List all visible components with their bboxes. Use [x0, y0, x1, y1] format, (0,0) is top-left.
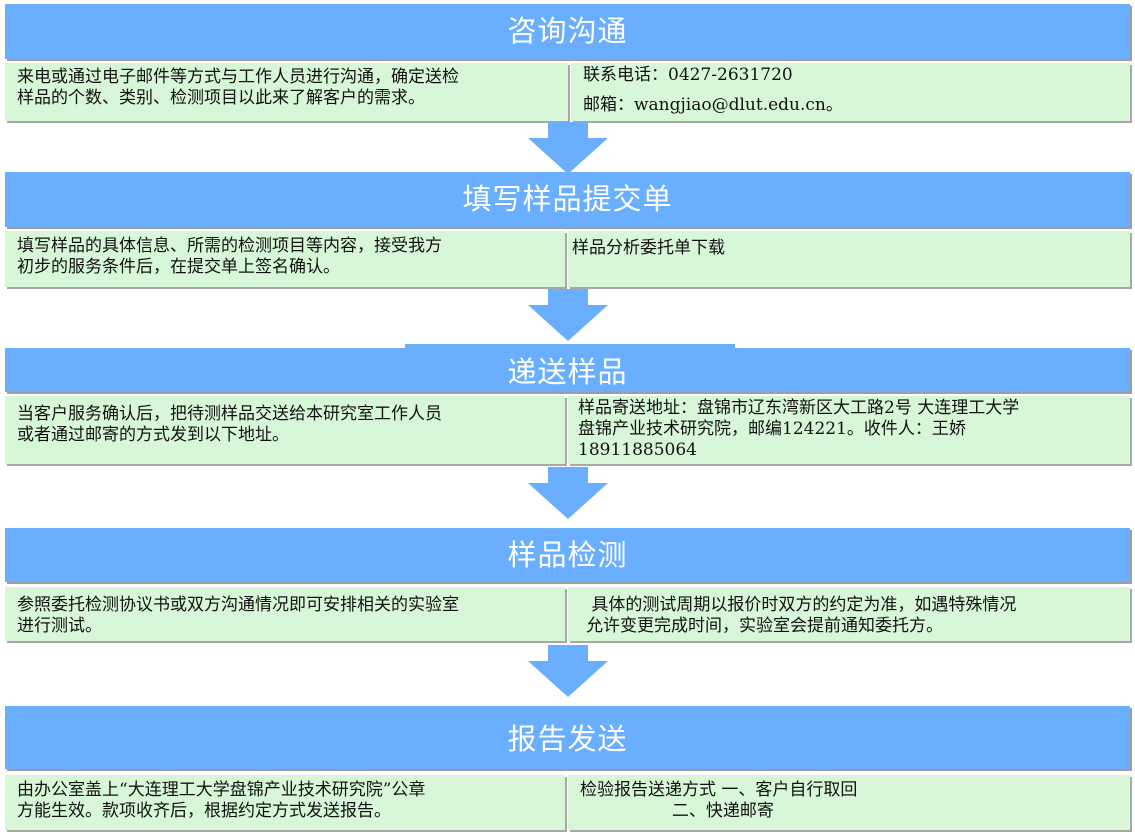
step-5-description: 由办公室盖上“大连理工大学盘锦产业技术研究院”公章 方能生效。款项收齐后，根据约… [5, 775, 565, 830]
arrow-down-icon [528, 289, 608, 341]
step-2-desc-line-2: 初步的服务条件后，在提交单上签名确认。 [17, 257, 340, 277]
step-3-desc-line-1: 当客户服务确认后，把待测样品交送给本研究室工作人员 [17, 404, 442, 424]
step-3-description: 当客户服务确认后，把待测样品交送给本研究室工作人员 或者通过邮寄的方式发到以下地… [5, 396, 565, 464]
step-3-desc-line-2: 或者通过邮寄的方式发到以下地址。 [17, 425, 289, 445]
contact-phone: 联系电话：0427-2631720 [583, 65, 793, 85]
step-4-description: 参照委托检测协议书或双方沟通情况即可安排相关的实验室 进行测试。 [5, 587, 565, 641]
delivery-method-line-2: 二、快递邮寄 [580, 801, 774, 821]
step-5-desc-line-1: 由办公室盖上“大连理工大学盘锦产业技术研究院”公章 [17, 780, 426, 800]
test-period-line-1: 具体的测试周期以报价时双方的约定为准，如遇特殊情况 [586, 595, 1017, 615]
delivery-method-line-1: 检验报告送递方式 一、客户自行取回 [580, 780, 858, 800]
step-2-description: 填写样品的具体信息、所需的检测项目等内容，接受我方 初步的服务条件后，在提交单上… [5, 231, 565, 287]
step-1-description: 来电或通过电子邮件等方式与工作人员进行沟通，确定送检 样品的个数、类别、检测项目… [5, 63, 568, 121]
shipping-address-line-2: 盘锦产业技术研究院，邮编124221。收件人：王娇 [578, 419, 966, 439]
arrow-down-icon [528, 467, 608, 519]
step-1-desc-line-2: 样品的个数、类别、检测项目以此来了解客户的需求。 [17, 88, 425, 108]
submission-form-download-link[interactable]: 样品分析委托单下载 [572, 238, 725, 258]
arrow-down-icon [528, 645, 608, 697]
step-3-header-tab [405, 344, 735, 350]
step-3-header: 递送样品 [5, 348, 1130, 392]
step-5-desc-line-2: 方能生效。款项收齐后，根据约定方式发送报告。 [17, 801, 391, 821]
step-1-header: 咨询沟通 [5, 4, 1130, 59]
step-4-desc-line-2: 进行测试。 [17, 616, 102, 636]
step-5-delivery: 检验报告送递方式 一、客户自行取回 二、快递邮寄 [568, 775, 1130, 830]
step-4-timeline: 具体的测试周期以报价时双方的约定为准，如遇特殊情况 允许变更完成时间，实验室会提… [568, 587, 1130, 641]
test-period-line-2: 允许变更完成时间，实验室会提前通知委托方。 [586, 616, 943, 636]
step-4-header: 样品检测 [5, 528, 1130, 582]
shipping-address-line-1: 样品寄送地址：盘锦市辽东湾新区大工路2号 大连理工大学 [578, 398, 1020, 418]
arrow-down-icon [528, 122, 608, 174]
step-1-desc-line-1: 来电或通过电子邮件等方式与工作人员进行沟通，确定送检 [17, 67, 459, 87]
step-2-header: 填写样品提交单 [5, 172, 1130, 227]
recipient-phone: 18911885064 [578, 440, 697, 460]
step-2-download: 样品分析委托单下载 [568, 231, 1130, 287]
step-3-address: 样品寄送地址：盘锦市辽东湾新区大工路2号 大连理工大学 盘锦产业技术研究院，邮编… [568, 396, 1130, 464]
step-1-contact: 联系电话：0427-2631720 邮箱：wangjiao@dlut.edu.c… [571, 63, 1130, 121]
contact-email: 邮箱：wangjiao@dlut.edu.cn。 [583, 95, 843, 115]
step-5-header: 报告发送 [5, 706, 1130, 769]
step-4-desc-line-1: 参照委托检测协议书或双方沟通情况即可安排相关的实验室 [17, 595, 459, 615]
step-2-desc-line-1: 填写样品的具体信息、所需的检测项目等内容，接受我方 [17, 236, 442, 256]
